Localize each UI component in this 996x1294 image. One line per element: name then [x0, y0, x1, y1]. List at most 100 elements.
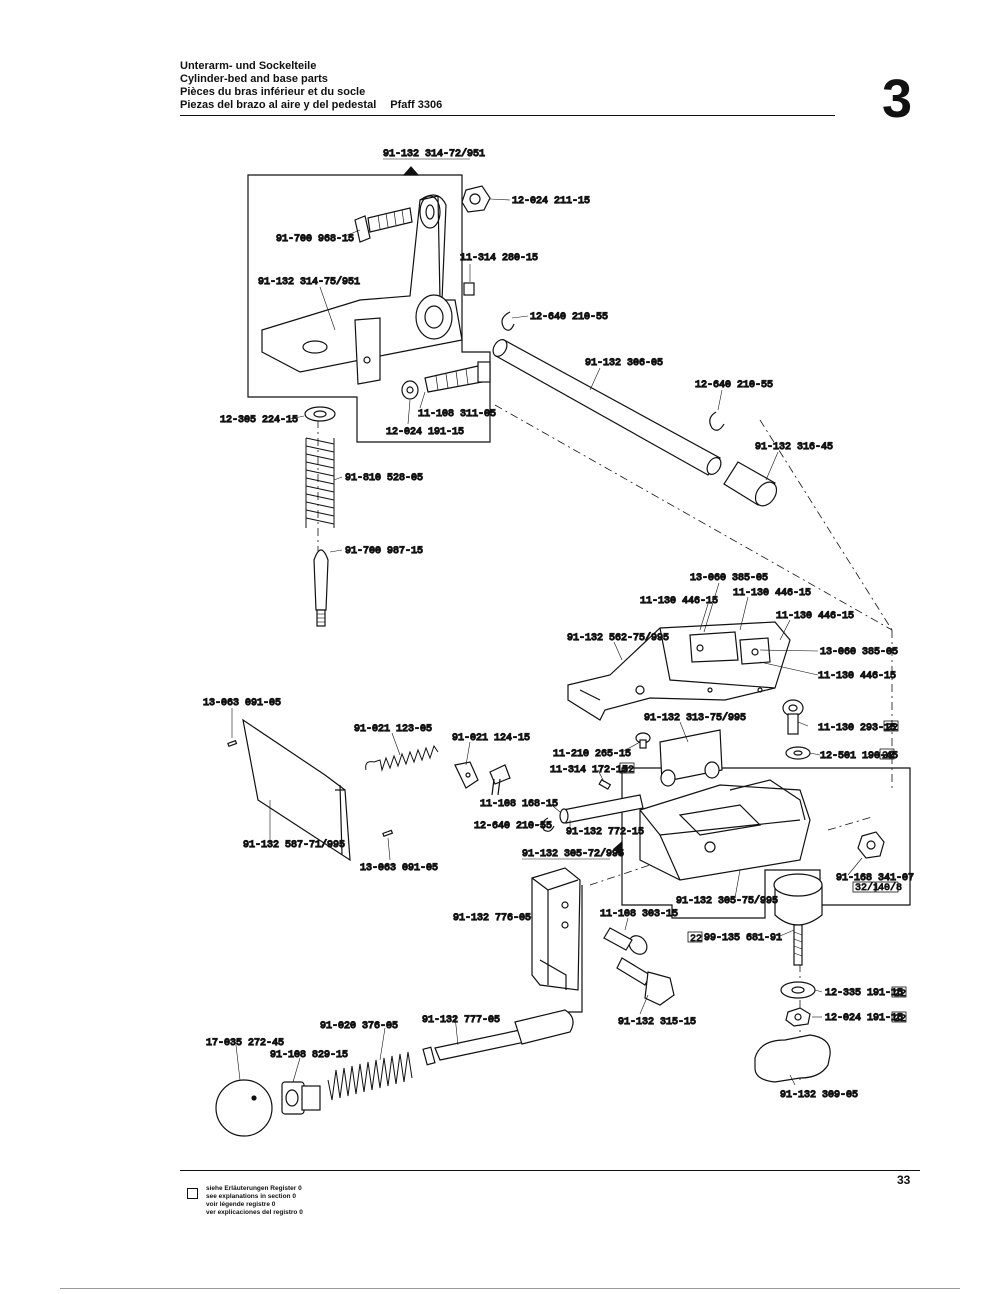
assembly-outline-top	[247, 174, 491, 443]
rubber-foot	[773, 873, 823, 926]
note-spanish: ver explicaciones del registro 0	[206, 1209, 303, 1216]
part-label: 12-640 210-55	[530, 312, 608, 323]
part-label: 11-130 293-15	[818, 723, 896, 734]
part-label: 12-501 190-45	[820, 751, 898, 762]
stud-bolt	[793, 924, 803, 966]
screw-11-108	[401, 361, 491, 400]
assembly-outline-bottom	[621, 767, 911, 919]
ref-tag: 22	[886, 723, 898, 734]
oval-pad	[754, 1034, 831, 1083]
part-label: 91-700 968-15	[276, 234, 354, 245]
part-label: 91-132 316-45	[755, 442, 833, 453]
lever-91-021	[454, 761, 479, 789]
screw-top	[354, 207, 413, 243]
nut-bottom	[785, 1007, 811, 1027]
pedestal-outline	[568, 885, 583, 1013]
ref-tag: 32/1	[855, 882, 879, 894]
plunger	[422, 1009, 574, 1066]
part-label: 91-132 772-15	[566, 827, 644, 838]
machine-model: Pfaff 3306	[390, 99, 443, 111]
long-shaft	[492, 339, 722, 476]
part-label: 91-132 306-05	[585, 358, 663, 369]
axis-lines	[317, 404, 893, 1080]
threaded-bushing	[281, 1081, 321, 1115]
part-label: 12-640 210-55	[695, 380, 773, 391]
part-label: 91-020 376-05	[320, 1021, 398, 1032]
part-label: 12-335 191-15	[825, 988, 903, 999]
part-label: 12-024 191-15	[386, 427, 464, 438]
spacer-91-132-315	[616, 957, 675, 1006]
part-label: 91-132 305-75/995	[676, 895, 778, 907]
setscrew-top	[463, 282, 475, 296]
part-label: 91-132 776-05	[453, 913, 531, 924]
part-labels: 91-132 314-72/951 12-024 211-15 91-700 9…	[202, 147, 914, 1101]
part-label: 91-132 313-75/995	[644, 712, 746, 724]
ref-tag: 22	[690, 934, 702, 945]
title-german: Unterarm- und Sockelteile	[180, 60, 317, 72]
part-label: 91-132 315-15	[618, 1017, 696, 1028]
part-label: 91-021 123-05	[354, 724, 432, 735]
part-label: 91-132 587-71/995	[243, 839, 345, 851]
lifting-lever-assembly	[261, 194, 463, 385]
part-label: 11-130 446-15	[818, 671, 896, 682]
legend-box-icon	[187, 1188, 198, 1199]
screw-11-130-293	[782, 699, 804, 735]
part-label: 11-130 446-15	[733, 588, 811, 599]
needle-plate-support	[567, 621, 791, 721]
part-label: 12-024 211-15	[512, 196, 590, 207]
angle-bracket	[531, 867, 581, 991]
screw-11-108-303	[603, 927, 648, 955]
part-label: 91-700 987-15	[345, 546, 423, 557]
part-label: 13-060 385-05	[820, 647, 898, 658]
washer-12-501	[785, 746, 811, 760]
part-label: 12-640 210-55	[474, 821, 552, 832]
part-label: 11-108 311-05	[418, 409, 496, 420]
ref-tag: 40/8	[878, 882, 902, 894]
retaining-ring-3	[542, 817, 555, 832]
section-number: 3	[882, 69, 913, 129]
retaining-ring-2	[709, 411, 725, 431]
part-label: 91-132 309-05	[780, 1090, 858, 1101]
part-label: 91-132 777-05	[422, 1015, 500, 1026]
nut-91-168	[857, 831, 885, 859]
guide-pin	[313, 549, 329, 627]
ref-tag: 22	[894, 1014, 906, 1025]
title-english: Cylinder-bed and base parts	[180, 73, 328, 85]
knob	[215, 1079, 273, 1137]
part-label: 91-132 314-72/951	[383, 148, 485, 160]
washer-12-305	[304, 406, 336, 422]
part-label: 11-314 280-15	[460, 253, 538, 264]
note-french: voir légende registre 0	[206, 1201, 276, 1208]
part-label: 91-810 528-05	[345, 473, 423, 484]
assembly-arrow-top	[402, 166, 420, 176]
cover-plate	[242, 718, 351, 862]
ref-tag: 22	[622, 765, 634, 776]
short-shaft	[559, 794, 644, 824]
title-french: Pièces du bras inférieur et du socle	[180, 86, 366, 98]
base-housing	[639, 779, 811, 881]
nut-top	[461, 185, 491, 213]
ref-tag: 22	[894, 989, 906, 1000]
part-label: 91-132 305-72/995	[522, 848, 624, 860]
part-label: 91-132 562-75/995	[567, 632, 669, 644]
part-label: 13-060 385-05	[690, 573, 768, 584]
part-label: 11-130 446-15	[640, 596, 718, 607]
compression-spring	[305, 437, 335, 528]
note-english: see explanations in section 0	[206, 1193, 296, 1200]
part-label: 11-314 172-15	[550, 765, 628, 776]
part-label: 11-108 168-15	[480, 799, 558, 810]
part-label: 91-132 314-75/951	[258, 276, 360, 288]
part-label: 17-035 272-45	[206, 1038, 284, 1049]
header-rule	[180, 115, 835, 116]
retaining-ring-1	[501, 311, 515, 331]
page-header: Unterarm- und Sockelteile Cylinder-bed a…	[180, 60, 442, 112]
assembly-arrow-bottom	[613, 840, 623, 858]
part-label: 12-305 224-15	[220, 415, 298, 426]
part-label: 13-063 091-05	[360, 863, 438, 874]
leader-lines	[231, 198, 863, 1086]
sleeve	[723, 461, 778, 507]
plunger-spring	[327, 1051, 413, 1101]
setscrew-11-314-172	[598, 778, 612, 790]
